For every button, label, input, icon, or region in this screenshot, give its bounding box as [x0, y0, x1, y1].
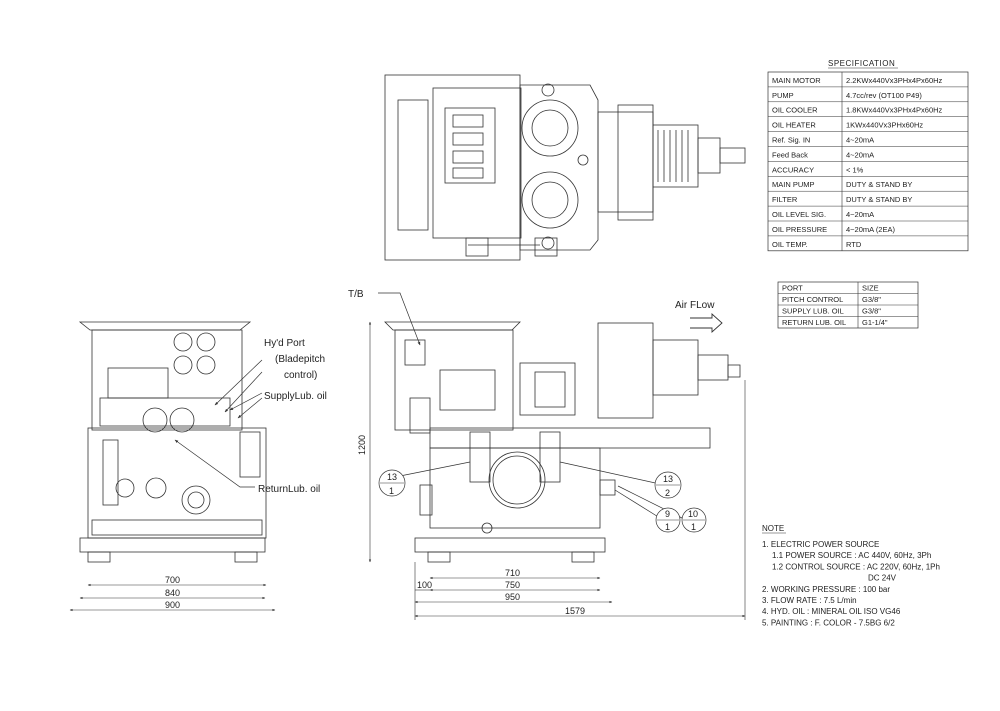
return-lub-label: ReturnLub. oil — [258, 484, 320, 495]
spec-value: 4~20mA — [846, 136, 874, 145]
spec-item: MAIN PUMP — [772, 180, 815, 189]
note-line: 3. FLOW RATE : 7.5 L/min — [762, 596, 857, 605]
dim-1200: 1200 — [357, 435, 367, 455]
spec-item: OIL TEMP. — [772, 240, 808, 249]
spec-item: MAIN MOTOR — [772, 76, 821, 85]
spec-value: 4~20mA — [846, 210, 874, 219]
spec-value: 4~20mA — [846, 150, 874, 159]
spec-item: OIL COOLER — [772, 106, 818, 115]
hyd-port-label-1: Hy'd Port — [264, 338, 305, 349]
spec-value: < 1% — [846, 165, 864, 174]
spec-value: 4~20mA (2EA) — [846, 225, 895, 234]
spec-title: SPECIFICATION — [828, 59, 895, 68]
spec-item: FILTER — [772, 195, 798, 204]
port-size: G3/8" — [862, 307, 881, 316]
dim-100: 100 — [417, 580, 432, 590]
spec-value: RTD — [846, 240, 862, 249]
note-line: 1.1 POWER SOURCE : AC 440V, 60Hz, 3Ph — [772, 551, 931, 560]
air-flow-label: Air FLow — [675, 300, 715, 311]
port-name: RETURN LUB. OIL — [782, 318, 846, 327]
side-view — [78, 321, 267, 563]
balloon-13-1: 13 1 — [378, 469, 406, 497]
air-flow-arrow — [690, 312, 723, 334]
dim-750: 750 — [505, 580, 520, 590]
dimension-lines — [69, 321, 746, 620]
dim-710: 710 — [505, 568, 520, 578]
spec-value: DUTY & STAND BY — [846, 195, 912, 204]
balloon-13-2: 13 2 — [654, 471, 682, 499]
note-line: DC 24V — [868, 574, 897, 583]
hyd-port-label-3: control) — [284, 370, 317, 381]
spec-value: 2.2KWx440Vx3PHx4Px60Hz — [846, 76, 943, 85]
spec-item: OIL LEVEL SIG. — [772, 210, 826, 219]
note-line: 1. ELECTRIC POWER SOURCE — [762, 540, 879, 549]
port-size: G3/8" — [862, 295, 881, 304]
spec-item: Feed Back — [772, 150, 808, 159]
spec-item: Ref. Sig. IN — [772, 136, 810, 145]
dim-840: 840 — [165, 588, 180, 598]
port-name: PORT — [782, 284, 803, 293]
svg-text:2: 2 — [665, 488, 670, 498]
port-size: SIZE — [862, 284, 879, 293]
spec-item: OIL PRESSURE — [772, 225, 827, 234]
tb-label: T/B — [348, 289, 364, 300]
note-line: 5. PAINTING : F. COLOR - 7.5BG 6/2 — [762, 618, 895, 627]
spec-item: OIL HEATER — [772, 121, 816, 130]
dim-900: 900 — [165, 600, 180, 610]
supply-lub-label: SupplyLub. oil — [264, 391, 327, 402]
svg-text:13: 13 — [387, 472, 397, 482]
spec-value: DUTY & STAND BY — [846, 180, 912, 189]
notes-list: 1. ELECTRIC POWER SOURCE 1.1 POWER SOURCE… — [762, 540, 940, 627]
spec-value: 1.8KWx440Vx3PHx4Px60Hz — [846, 106, 943, 115]
balloon-10-1: 10 1 — [681, 507, 707, 533]
svg-text:1: 1 — [665, 522, 670, 532]
balloon-9-1: 9 1 — [655, 507, 681, 533]
dim-700: 700 — [165, 575, 180, 585]
svg-text:10: 10 — [688, 509, 698, 519]
note-title: NOTE — [762, 524, 784, 533]
svg-text:1: 1 — [389, 486, 394, 496]
dim-950: 950 — [505, 592, 520, 602]
svg-text:1: 1 — [691, 522, 696, 532]
note-line: 2. WORKING PRESSURE : 100 bar — [762, 585, 890, 594]
spec-item: PUMP — [772, 91, 794, 100]
note-line: 4. HYD. OIL : MINERAL OIL ISO VG46 — [762, 607, 901, 616]
leader-lines — [174, 292, 687, 521]
port-name: PITCH CONTROL — [782, 295, 843, 304]
front-view — [384, 321, 741, 563]
spec-item: ACCURACY — [772, 165, 814, 174]
port-table: PORT SIZE PITCH CONTROL G3/8" SUPPLY LUB. OI… — [777, 281, 919, 329]
spec-value: 4.7cc/rev (OT100 P49) — [846, 91, 922, 100]
port-name: SUPPLY LUB. OIL — [782, 307, 844, 316]
top-view — [384, 74, 746, 261]
note-line: 1.2 CONTROL SOURCE : AC 220V, 60Hz, 1Ph — [772, 562, 940, 571]
svg-text:9: 9 — [665, 509, 670, 519]
port-size: G1-1/4" — [862, 318, 888, 327]
hyd-port-label-2: (Bladepitch — [275, 354, 325, 365]
svg-text:13: 13 — [663, 474, 673, 484]
spec-value: 1KWx440Vx3PHx60Hz — [846, 121, 923, 130]
dim-1579: 1579 — [565, 606, 585, 616]
